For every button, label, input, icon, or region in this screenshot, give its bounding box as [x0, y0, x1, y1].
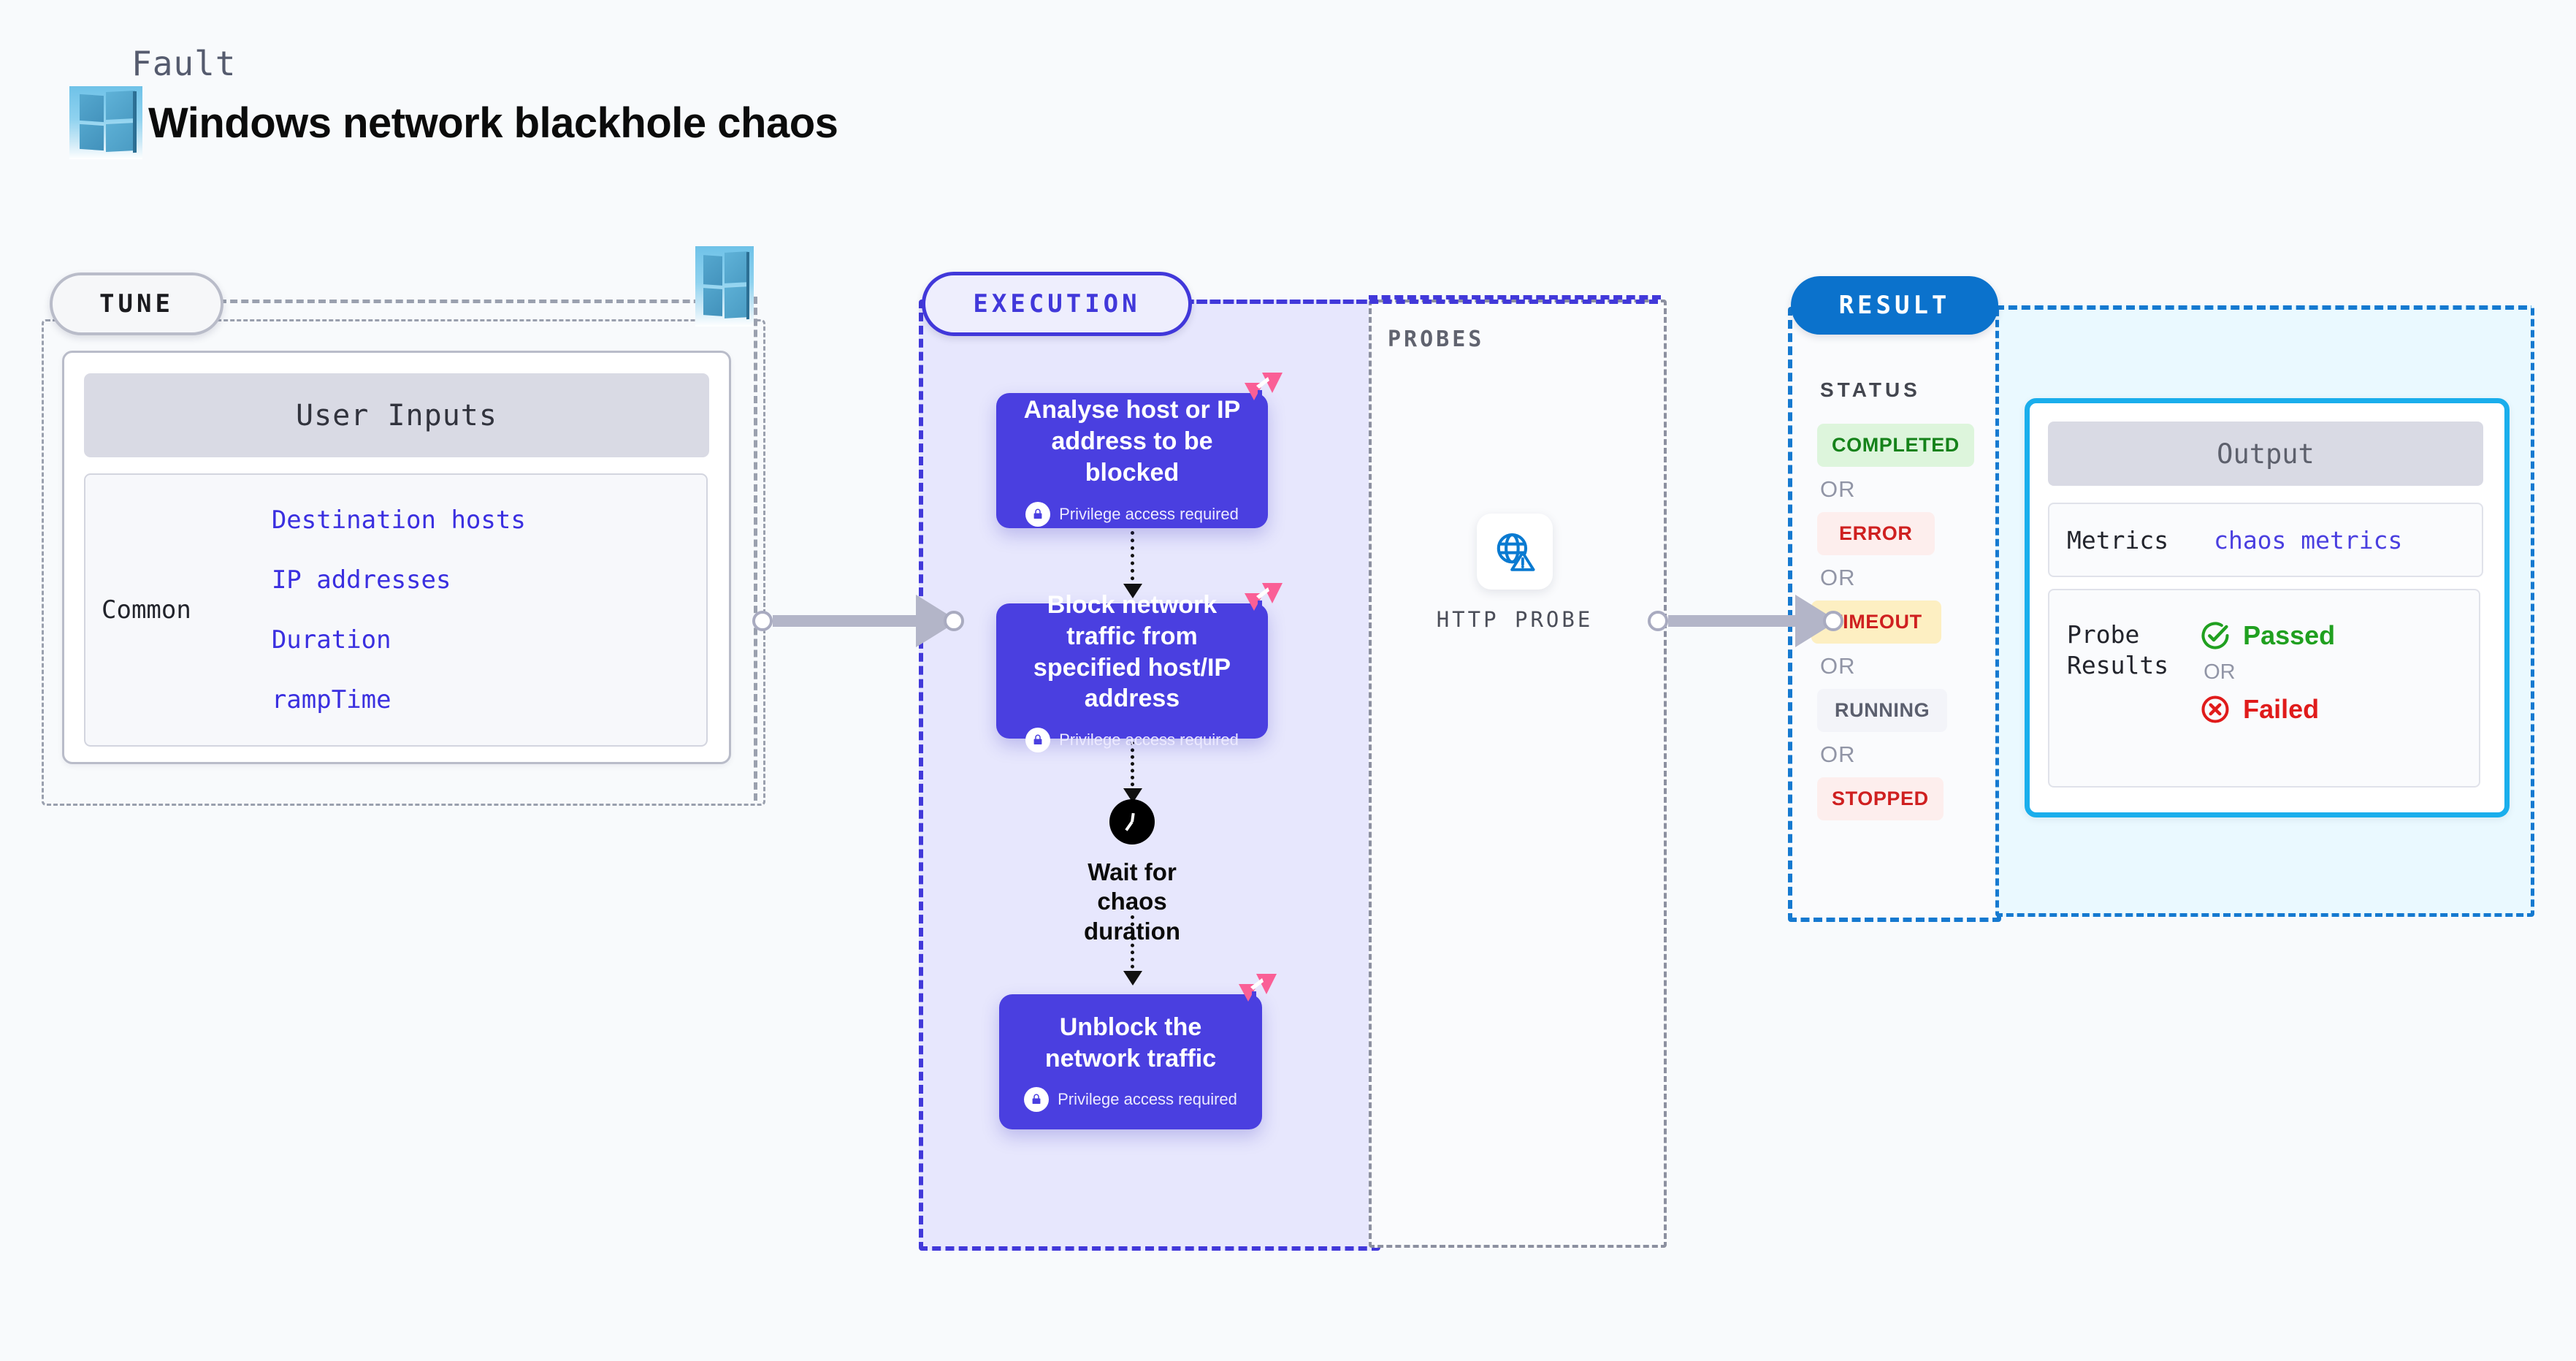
or-separator: OR — [2204, 660, 2236, 684]
flow-node-unblock-traffic[interactable]: Unblock the network traffic Privilege ac… — [999, 974, 1277, 1129]
flow-node-block-traffic[interactable]: Block network traffic from specified hos… — [996, 583, 1283, 753]
user-inputs-header: User Inputs — [84, 373, 709, 457]
connector-end-dot — [944, 611, 964, 631]
metrics-key-label: Metrics — [2067, 525, 2169, 554]
connector-line — [1668, 615, 1797, 627]
privilege-note: Privilege access required — [1025, 728, 1239, 753]
connector-start-dot — [752, 611, 773, 631]
result-dashed-connector-top — [1995, 305, 2527, 310]
tune-section — [42, 319, 765, 806]
flow-node-analyse-host[interactable]: Analyse host or IP address to be blocked… — [996, 373, 1283, 528]
flow-node-title: Block network traffic from specified hos… — [1033, 590, 1231, 713]
fault-kicker-label: Fault — [131, 44, 237, 83]
x-circle-icon — [2201, 695, 2229, 723]
privilege-note-label: Privilege access required — [1058, 1090, 1237, 1109]
connector-tune-to-execution — [752, 595, 964, 647]
user-input-list: Destination hosts IP addresses Duration … — [272, 506, 526, 714]
common-group-label: Common — [102, 595, 191, 625]
page-header: Fault Windows network blackhole chaos — [69, 44, 838, 159]
status-badge: RUNNING — [1817, 689, 1948, 732]
probes-section-label: PROBES — [1388, 327, 1485, 352]
probe-result-failed-label: Failed — [2243, 694, 2320, 724]
lock-icon — [1024, 1087, 1050, 1113]
list-item[interactable]: Destination hosts — [271, 506, 526, 535]
check-circle-icon — [2201, 622, 2229, 649]
litmus-logo-icon — [1245, 373, 1283, 400]
execution-pill-label: EXECUTION — [973, 289, 1141, 319]
probe-result-passed-label: Passed — [2243, 620, 2336, 650]
privilege-note: Privilege access required — [1025, 501, 1239, 527]
litmus-logo-icon — [1239, 974, 1277, 1002]
or-separator: OR — [1820, 565, 1856, 590]
or-separator: OR — [1820, 653, 1856, 679]
litmus-logo-icon — [1245, 583, 1283, 611]
wait-node-label: Wait for chaos duration — [1084, 858, 1180, 945]
user-inputs-body: Common Destination hosts IP addresses Du… — [84, 473, 708, 747]
lock-icon — [1025, 728, 1051, 753]
page-title: Windows network blackhole chaos — [148, 99, 838, 147]
result-pill-label: RESULT — [1838, 291, 1951, 320]
probe-result-failed: Failed — [2199, 693, 2335, 725]
execution-dashed-connector-top — [1183, 300, 1658, 304]
tune-section-pill[interactable]: TUNE — [50, 272, 223, 335]
privilege-note: Privilege access required — [1024, 1087, 1237, 1113]
list-item[interactable]: rampTime — [271, 685, 391, 714]
tune-dashed-connector-top — [219, 300, 723, 303]
probe-item-http[interactable]: HTTP PROBE — [1437, 514, 1590, 632]
flow-node-title: Unblock the network traffic — [1044, 1013, 1217, 1072]
metrics-value[interactable]: chaos metrics — [2214, 525, 2403, 554]
or-separator: OR — [1820, 742, 1856, 767]
windows-logo-icon — [69, 86, 142, 159]
windows-logo-icon — [695, 246, 754, 327]
globe-warning-icon — [1477, 514, 1553, 590]
tune-pill-label: TUNE — [99, 289, 174, 319]
header-title-row: Windows network blackhole chaos — [69, 86, 838, 159]
privilege-note-label: Privilege access required — [1059, 504, 1239, 523]
connector-probes-to-result — [1648, 595, 1843, 647]
probe-result-passed: Passed — [2199, 619, 2335, 652]
user-inputs-card: User Inputs Common Destination hosts IP … — [62, 351, 731, 764]
flow-node-wait-duration: Wait for chaos duration — [1059, 799, 1205, 946]
connector-start-dot — [1648, 611, 1668, 631]
status-heading: STATUS — [1820, 378, 1921, 401]
probe-item-caption: HTTP PROBE — [1436, 607, 1594, 632]
metrics-row: Metrics chaos metrics — [2048, 503, 2483, 577]
status-badge: ERROR — [1817, 512, 1935, 555]
status-badge: STOPPED — [1817, 777, 1944, 820]
connector-end-dot — [1823, 611, 1843, 631]
flow-node-title: Analyse host or IP address to be blocked — [1023, 396, 1241, 487]
or-separator: OR — [1820, 476, 1856, 502]
result-section-pill[interactable]: RESULT — [1791, 276, 1998, 335]
connector-line — [773, 615, 917, 627]
output-card-header: Output — [2048, 422, 2483, 486]
probes-section — [1369, 300, 1667, 1248]
execution-section-pill[interactable]: EXECUTION — [922, 272, 1192, 336]
probes-top-dashed-edge — [1369, 295, 1661, 308]
lock-icon — [1025, 501, 1051, 527]
list-item[interactable]: IP addresses — [271, 565, 451, 595]
privilege-note-label: Privilege access required — [1059, 731, 1239, 750]
probe-results-values: Passed OR Failed — [2199, 619, 2335, 725]
status-badge: COMPLETED — [1817, 424, 1974, 467]
list-item[interactable]: Duration — [271, 625, 391, 655]
status-list: COMPLETED OR ERROR OR TIMEOUT OR RUNNING… — [1811, 424, 1985, 820]
tune-dashed-connector-right — [754, 297, 757, 801]
clock-icon — [1109, 799, 1155, 845]
